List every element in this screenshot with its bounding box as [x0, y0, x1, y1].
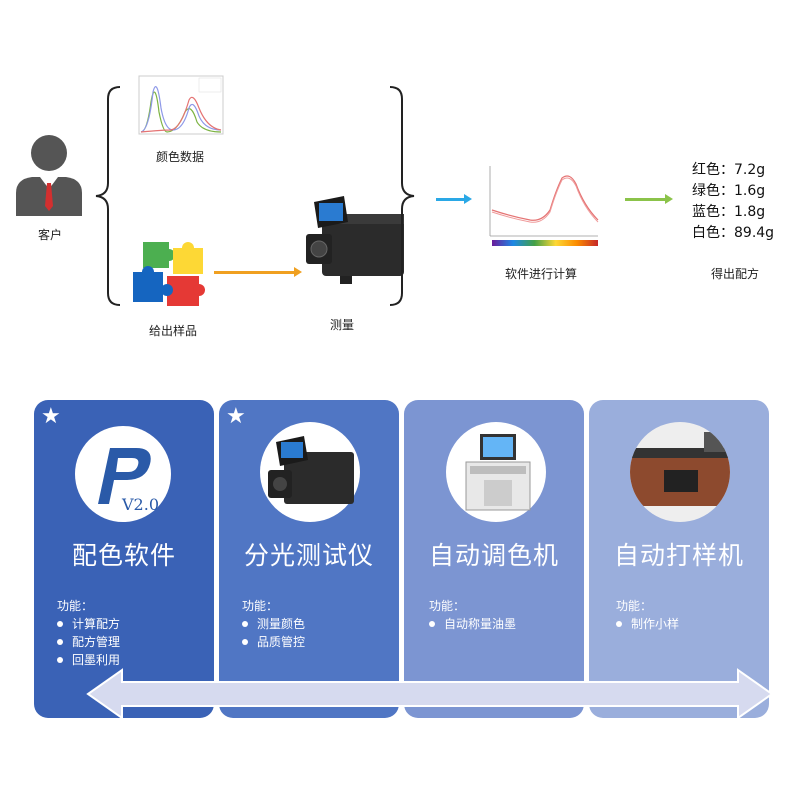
card-title-proofer: 自动打样机	[613, 541, 744, 570]
card-title-spectrophotometer: 分光测试仪	[243, 541, 374, 570]
formula-list: 红色：7.2g 绿色：1.6g 蓝色：1.8g 白色：89.4g	[692, 160, 792, 244]
measure-label: 测量	[329, 318, 354, 332]
card-feature-item: 计算配方	[57, 615, 120, 632]
dispenser-machine-icon	[440, 420, 552, 524]
card-feature-item: 品质管控	[242, 633, 305, 650]
spectrophotometer-image-icon	[254, 420, 366, 524]
puzzle-sample-icon	[129, 238, 215, 314]
arrow-to-software	[436, 194, 472, 204]
card-feature-item: 配方管理	[57, 633, 120, 650]
card-title-software: 配色软件	[71, 541, 176, 570]
card-feature-item: 自动称量油墨	[429, 615, 516, 632]
spectral-chart-thumbnail	[133, 72, 225, 138]
formula-line-white: 白色：89.4g	[692, 225, 775, 241]
sample-label: 给出样品	[148, 324, 197, 338]
result-label: 得出配方	[710, 267, 759, 281]
card-feature-item: 回墨利用	[57, 651, 120, 668]
software-calc-label: 软件进行计算	[504, 267, 577, 281]
double-arrow-timeline	[86, 668, 774, 720]
customer-avatar-icon	[14, 131, 84, 216]
star-icon: ★	[41, 404, 61, 429]
software-logo-icon: V2.0	[68, 424, 178, 524]
star-icon: ★	[226, 404, 246, 429]
card-features-head: 功能：	[616, 599, 653, 613]
left-brace	[92, 85, 122, 311]
card-features-head: 功能：	[242, 599, 279, 613]
arrow-sample-to-measure	[214, 267, 302, 277]
logo-version-text: V2.0	[121, 495, 159, 514]
arrow-to-result	[625, 194, 673, 204]
card-feature-item: 测量颜色	[242, 615, 305, 632]
spectrophotometer-device-icon	[300, 194, 406, 288]
card-feature-item: 制作小样	[616, 615, 679, 632]
card-title-dispenser: 自动调色机	[428, 541, 559, 570]
software-calculation-chart	[480, 160, 605, 248]
customer-label: 客户	[37, 228, 62, 242]
color-data-label: 颜色数据	[155, 150, 204, 164]
formula-line-blue: 蓝色：1.8g	[692, 204, 766, 220]
card-features-head: 功能：	[429, 599, 466, 613]
right-brace	[388, 85, 418, 311]
card-features-head: 功能：	[57, 599, 94, 613]
proofer-machine-icon	[624, 420, 736, 524]
formula-line-red: 红色：7.2g	[692, 162, 766, 178]
formula-line-green: 绿色：1.6g	[692, 183, 766, 199]
